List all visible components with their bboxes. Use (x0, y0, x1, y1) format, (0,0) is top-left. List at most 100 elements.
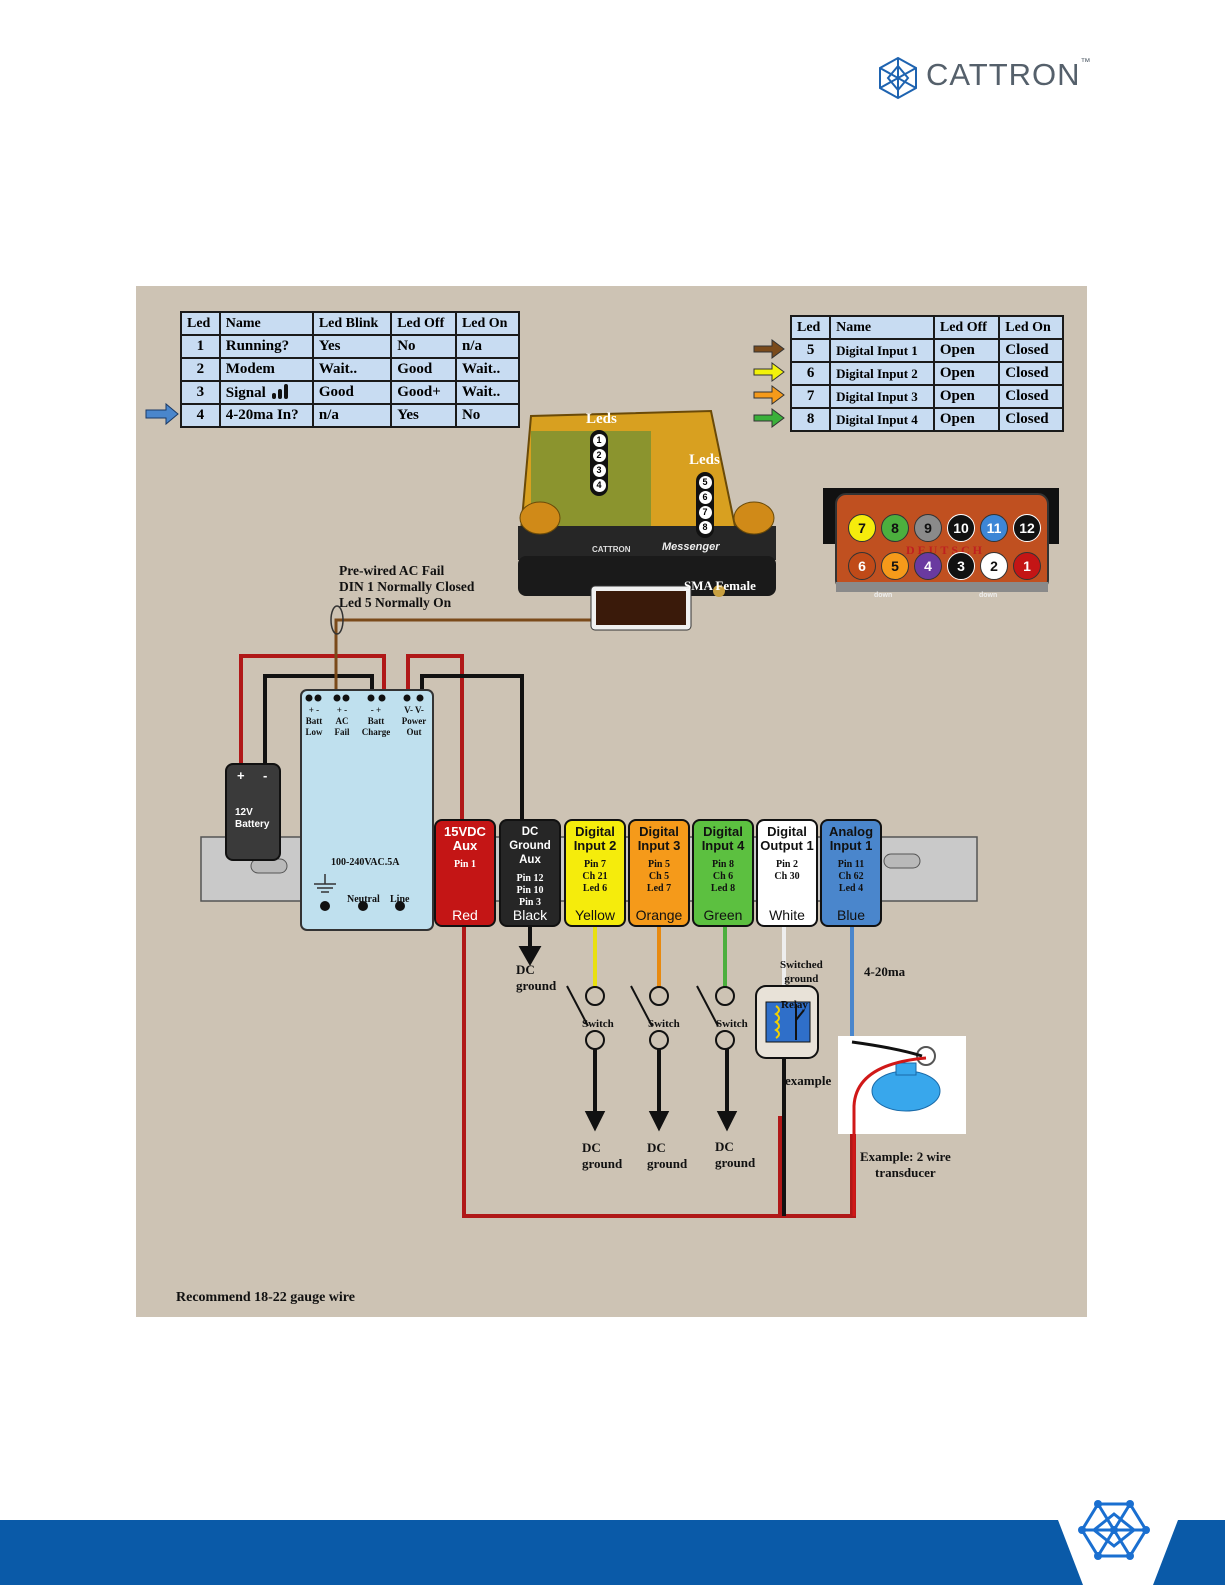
ma-label: 4-20ma (864, 964, 906, 979)
cell: No (390, 334, 457, 359)
module-pins: Pin 12 Pin 10 Pin 3 (516, 873, 544, 908)
cell: Wait.. (311, 357, 393, 382)
column-header: Led On (998, 315, 1064, 340)
module-color-name: Blue (836, 907, 866, 923)
column-header: Led (180, 311, 221, 336)
table-header-row: Led Name Led Off Led On (789, 315, 1064, 340)
battery-plus: + (237, 768, 245, 783)
pin-8: 8 (881, 514, 909, 542)
table-row: 6 Digital Input 2 Open Closed (789, 361, 1064, 386)
cell: 4 (180, 403, 221, 428)
note-line: DIN 1 Normally Closed (339, 579, 475, 594)
led-indicator: 6 (698, 491, 712, 504)
terminal-ac-fail: + -AC Fail (327, 705, 357, 738)
module-analog-input-1: Analog Input 1 Pin 11 Ch 62 Led 4 Blue (820, 819, 882, 927)
module-title: DC Ground Aux (509, 826, 551, 866)
connector-top-row: 7 8 9 10 11 12 (848, 514, 1041, 542)
module-dc-ground-aux: DC Ground Aux Pin 12 Pin 10 Pin 3 Black (499, 819, 561, 927)
cell: Good (390, 357, 457, 382)
cell: n/a (454, 334, 521, 359)
module-15vdc-aux: 15VDC Aux Pin 1 Red (434, 819, 496, 927)
terminal-label: Power Out (401, 716, 427, 737)
cell: 2 (180, 357, 221, 382)
cell: Open (932, 361, 1001, 386)
switch-label: Switch (648, 1018, 680, 1030)
module-pins: Pin 8 Ch 6 Led 8 (710, 859, 736, 894)
digital-input-table: Led Name Led Off Led On 5 Digital Input … (789, 315, 1064, 432)
module-title: Digital Input 2 (573, 824, 617, 853)
module-color-name: Yellow (575, 907, 615, 923)
brand-name: CATTRON™ (926, 57, 1092, 92)
device-leds-label-2: Leds (689, 452, 720, 468)
column-header: Led (789, 315, 832, 340)
module-title: Analog Input 1 (828, 824, 874, 853)
terminal-label: Batt Low (305, 716, 323, 737)
cell: Good (311, 380, 393, 405)
dc-ground-label: DC ground (582, 1140, 623, 1171)
connector-bottom-row: 6 5 4 3 2 1 (848, 552, 1041, 580)
column-header: Led Off (390, 311, 457, 336)
led-status-table: Led Name Led Blink Led Off Led On 1 Runn… (180, 311, 521, 428)
pin-6: 6 (848, 552, 876, 580)
module-color-name: Black (512, 907, 548, 923)
cell: Yes (311, 334, 393, 359)
cell: 5 (789, 338, 832, 363)
device-brand-label: CATTRON (592, 545, 631, 554)
cell: Good+ (390, 380, 457, 405)
column-header: Led On (454, 311, 521, 336)
dc-ground-label: DC ground (715, 1139, 756, 1170)
sma-female-label: SMA Female (684, 578, 756, 593)
module-digital-input-4: Digital Input 4 Pin 8 Ch 6 Led 8 Green (692, 819, 754, 927)
led-indicator: 3 (592, 464, 606, 477)
column-header: Led Off (932, 315, 1001, 340)
battery-label: 12V Battery (235, 807, 270, 830)
pin-5: 5 (881, 552, 909, 580)
relay-label: Relay (781, 999, 808, 1011)
table-row: 8 Digital Input 4 Open Closed (789, 407, 1064, 432)
right-table-arrows (753, 339, 785, 428)
footer-logo-badge (1058, 1500, 1178, 1585)
cell: Closed (998, 338, 1064, 363)
cell: 3 (180, 380, 221, 405)
terminal-batt-low: + -Batt Low (299, 705, 329, 738)
cell: Yes (390, 403, 457, 428)
relay-icon (755, 985, 819, 1059)
table-row: 5 Digital Input 1 Open Closed (789, 338, 1064, 363)
terminal-signs: V- V- (404, 705, 424, 715)
cell: Open (932, 338, 1001, 363)
column-header: Name (218, 311, 314, 336)
connector-tab-left: down (874, 592, 893, 599)
cell: Digital Input 2 (829, 361, 935, 386)
cell: 7 (789, 384, 832, 409)
messenger-device-icon (518, 409, 776, 631)
battery-icon (225, 763, 281, 861)
module-pins: Pin 2 Ch 30 (774, 859, 800, 882)
table-row: 3 Signal Good Good+ Wait.. (180, 380, 521, 405)
power-supply-rating: 100-240VAC.5A (331, 857, 400, 868)
terminal-batt-charge: - +Batt Charge (357, 705, 395, 738)
line-label: Line (390, 894, 410, 905)
led-indicator: 2 (592, 449, 606, 462)
module-pins: Pin 1 (454, 859, 476, 870)
module-color-name: White (769, 907, 805, 923)
arrow-green-icon (753, 408, 785, 428)
black-wires (263, 674, 786, 1216)
power-supply-box (300, 689, 434, 931)
module-color-name: Green (703, 907, 743, 923)
led-indicator: 4 (592, 479, 606, 492)
cell: Digital Input 3 (829, 384, 935, 409)
led-indicator: 7 (698, 506, 712, 519)
pin-9: 9 (914, 514, 942, 542)
table-row: 2 Modem Wait.. Good Wait.. (180, 357, 521, 382)
left-row-arrow-icon (145, 402, 179, 426)
device-model-label: Messenger (662, 541, 720, 553)
connector-tab-right: down (979, 592, 998, 599)
switched-ground-label: Switched ground (780, 959, 823, 985)
switch-label: Switch (716, 1018, 748, 1030)
neutral-label: Neutral (347, 894, 380, 905)
signal-bars-icon (271, 384, 288, 399)
column-header: Led Blink (311, 311, 393, 336)
cell: 6 (789, 361, 832, 386)
arrow-orange-icon (753, 385, 785, 405)
terminal-signs: + - (336, 705, 348, 715)
